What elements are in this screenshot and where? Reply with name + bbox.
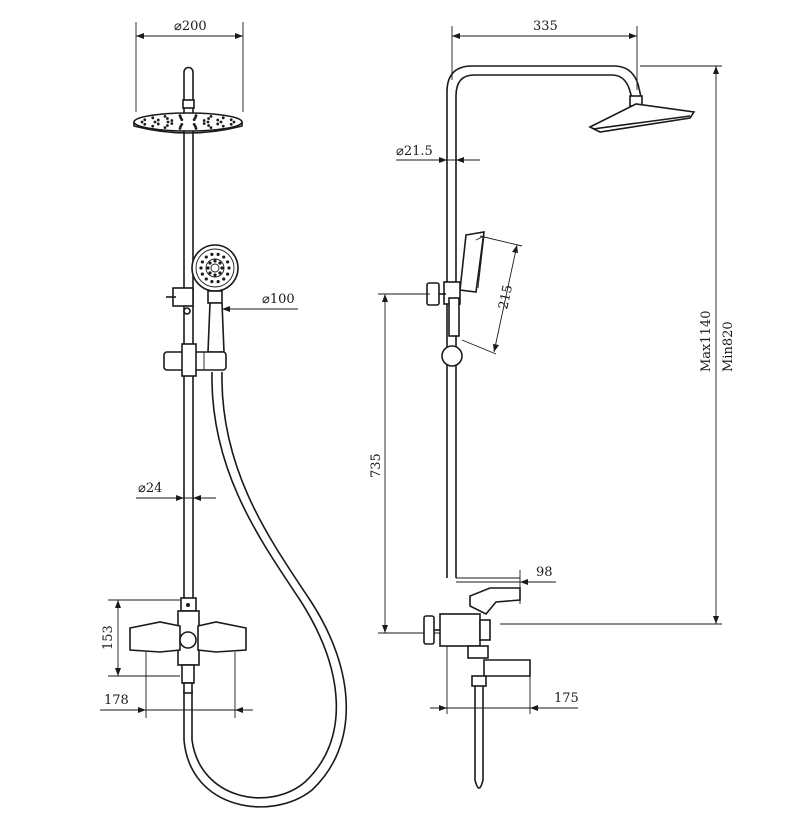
side-mixer-handle: 98: [456, 565, 556, 615]
nozzle-dot: [207, 124, 210, 127]
nozzle-dot: [221, 116, 225, 120]
hand-nozzle-dot: [213, 273, 217, 277]
nozzle-dot: [202, 122, 206, 125]
front-view: ⌀200: [100, 19, 348, 808]
hand-nozzle-dot: [227, 266, 231, 270]
side-hand-length-dimension: 215: [461, 235, 523, 355]
side-view: 335 ⌀21.5: [369, 19, 736, 789]
front-pipe-diameter-dimension: ⌀24: [136, 481, 216, 501]
side-holder-height-dimension: 735: [369, 293, 448, 634]
hand-nozzle-dot: [204, 277, 208, 281]
nozzle-dot: [202, 119, 206, 122]
hand-nozzle-dot: [210, 280, 214, 284]
front-mixer-width-dimension: 178: [100, 652, 253, 718]
nozzle-dot: [192, 122, 196, 126]
hand-nozzle-dot: [226, 260, 230, 264]
hand-nozzle-dot: [204, 255, 208, 259]
nozzle-dot: [229, 118, 233, 122]
side-mixer-body: [423, 613, 531, 789]
nozzle-dot: [192, 118, 196, 122]
front-mixer-height-dimension: 153: [101, 599, 180, 677]
nozzle-dot: [209, 126, 213, 130]
nozzle-dot: [170, 119, 174, 122]
front-mixer: [129, 597, 247, 694]
hand-nozzle-dot: [206, 266, 210, 270]
front-hand-shower: [166, 244, 239, 353]
nozzle-dot: [163, 126, 167, 130]
side-height-range-dimension: Max1140 Min820: [500, 65, 736, 625]
nozzle-dot: [232, 120, 236, 124]
hand-nozzle-dot: [208, 261, 212, 265]
hand-nozzle-dot: [220, 266, 224, 270]
hand-nozzle-dot: [208, 271, 212, 275]
hand-nozzle-dot: [213, 259, 217, 263]
nozzle-dot: [156, 118, 160, 122]
nozzle-dot: [143, 118, 147, 122]
nozzle-dot: [206, 120, 210, 124]
hand-nozzle-dot: [222, 255, 226, 259]
nozzle-dot: [180, 118, 184, 122]
hand-nozzle-dot: [216, 280, 220, 284]
hand-nozzle-dot: [222, 277, 226, 281]
nozzle-dot: [153, 120, 157, 124]
hand-nozzle-dot: [199, 266, 203, 270]
nozzle-dot: [209, 114, 213, 118]
nozzle-dot: [170, 122, 174, 125]
side-arm-reach-dimension: 335: [451, 19, 638, 90]
nozzle-dot: [180, 122, 184, 126]
nozzle-dot: [140, 120, 144, 124]
nozzle-dot: [166, 124, 169, 127]
side-pipe-diameter-label: ⌀21.5: [396, 144, 433, 159]
nozzle-dot: [219, 120, 223, 124]
side-hand-shower: [426, 231, 485, 367]
hand-nozzle-dot: [226, 272, 230, 276]
front-head-diameter-label: ⌀200: [174, 19, 207, 34]
nozzle-dot: [151, 116, 155, 120]
side-arm-reach-label: 335: [533, 19, 558, 34]
nozzle-dot: [143, 122, 147, 126]
hand-nozzle-dot: [210, 252, 214, 256]
nozzle-dot: [221, 124, 225, 128]
side-handle-depth-label: 98: [536, 565, 553, 580]
side-holder-height-label: 735: [369, 453, 384, 478]
hand-nozzle-dot: [200, 260, 204, 264]
nozzle-dot: [229, 122, 233, 126]
nozzle-dot: [216, 122, 220, 126]
nozzle-dot: [216, 118, 220, 122]
front-mixer-height-label: 153: [101, 625, 116, 650]
hand-nozzle-dot: [218, 261, 222, 265]
front-hand-diameter-dimension: ⌀100: [222, 292, 298, 312]
hand-nozzle-dot: [218, 271, 222, 275]
front-riser-pipe: [182, 66, 195, 598]
front-slide-holder: [163, 343, 227, 377]
side-spout-reach-dimension: 175: [430, 646, 579, 714]
front-hose: [183, 371, 348, 808]
side-height-range-min-label: Min820: [721, 321, 736, 372]
nozzle-dot: [166, 120, 170, 124]
side-riser-pipe: [446, 65, 696, 578]
front-pipe-diameter-label: ⌀24: [138, 481, 162, 496]
side-spout-reach-label: 175: [554, 691, 579, 706]
side-hand-length-label: 215: [496, 283, 516, 310]
nozzle-dot: [151, 124, 155, 128]
front-head-diameter-dimension: ⌀200: [135, 19, 244, 112]
front-mixer-width-label: 178: [104, 693, 129, 708]
hand-nozzle-dot: [200, 272, 204, 276]
front-overhead-shower-head: [133, 112, 243, 134]
nozzle-dot: [207, 117, 210, 120]
hand-nozzle-dot: [216, 252, 220, 256]
nozzle-dot: [163, 114, 167, 118]
nozzle-dot: [166, 117, 169, 120]
nozzle-dot: [156, 122, 160, 126]
side-height-range-max-label: Max1140: [699, 311, 714, 372]
front-hand-diameter-label: ⌀100: [262, 292, 295, 307]
side-pipe-diameter-dimension: ⌀21.5: [396, 144, 480, 163]
